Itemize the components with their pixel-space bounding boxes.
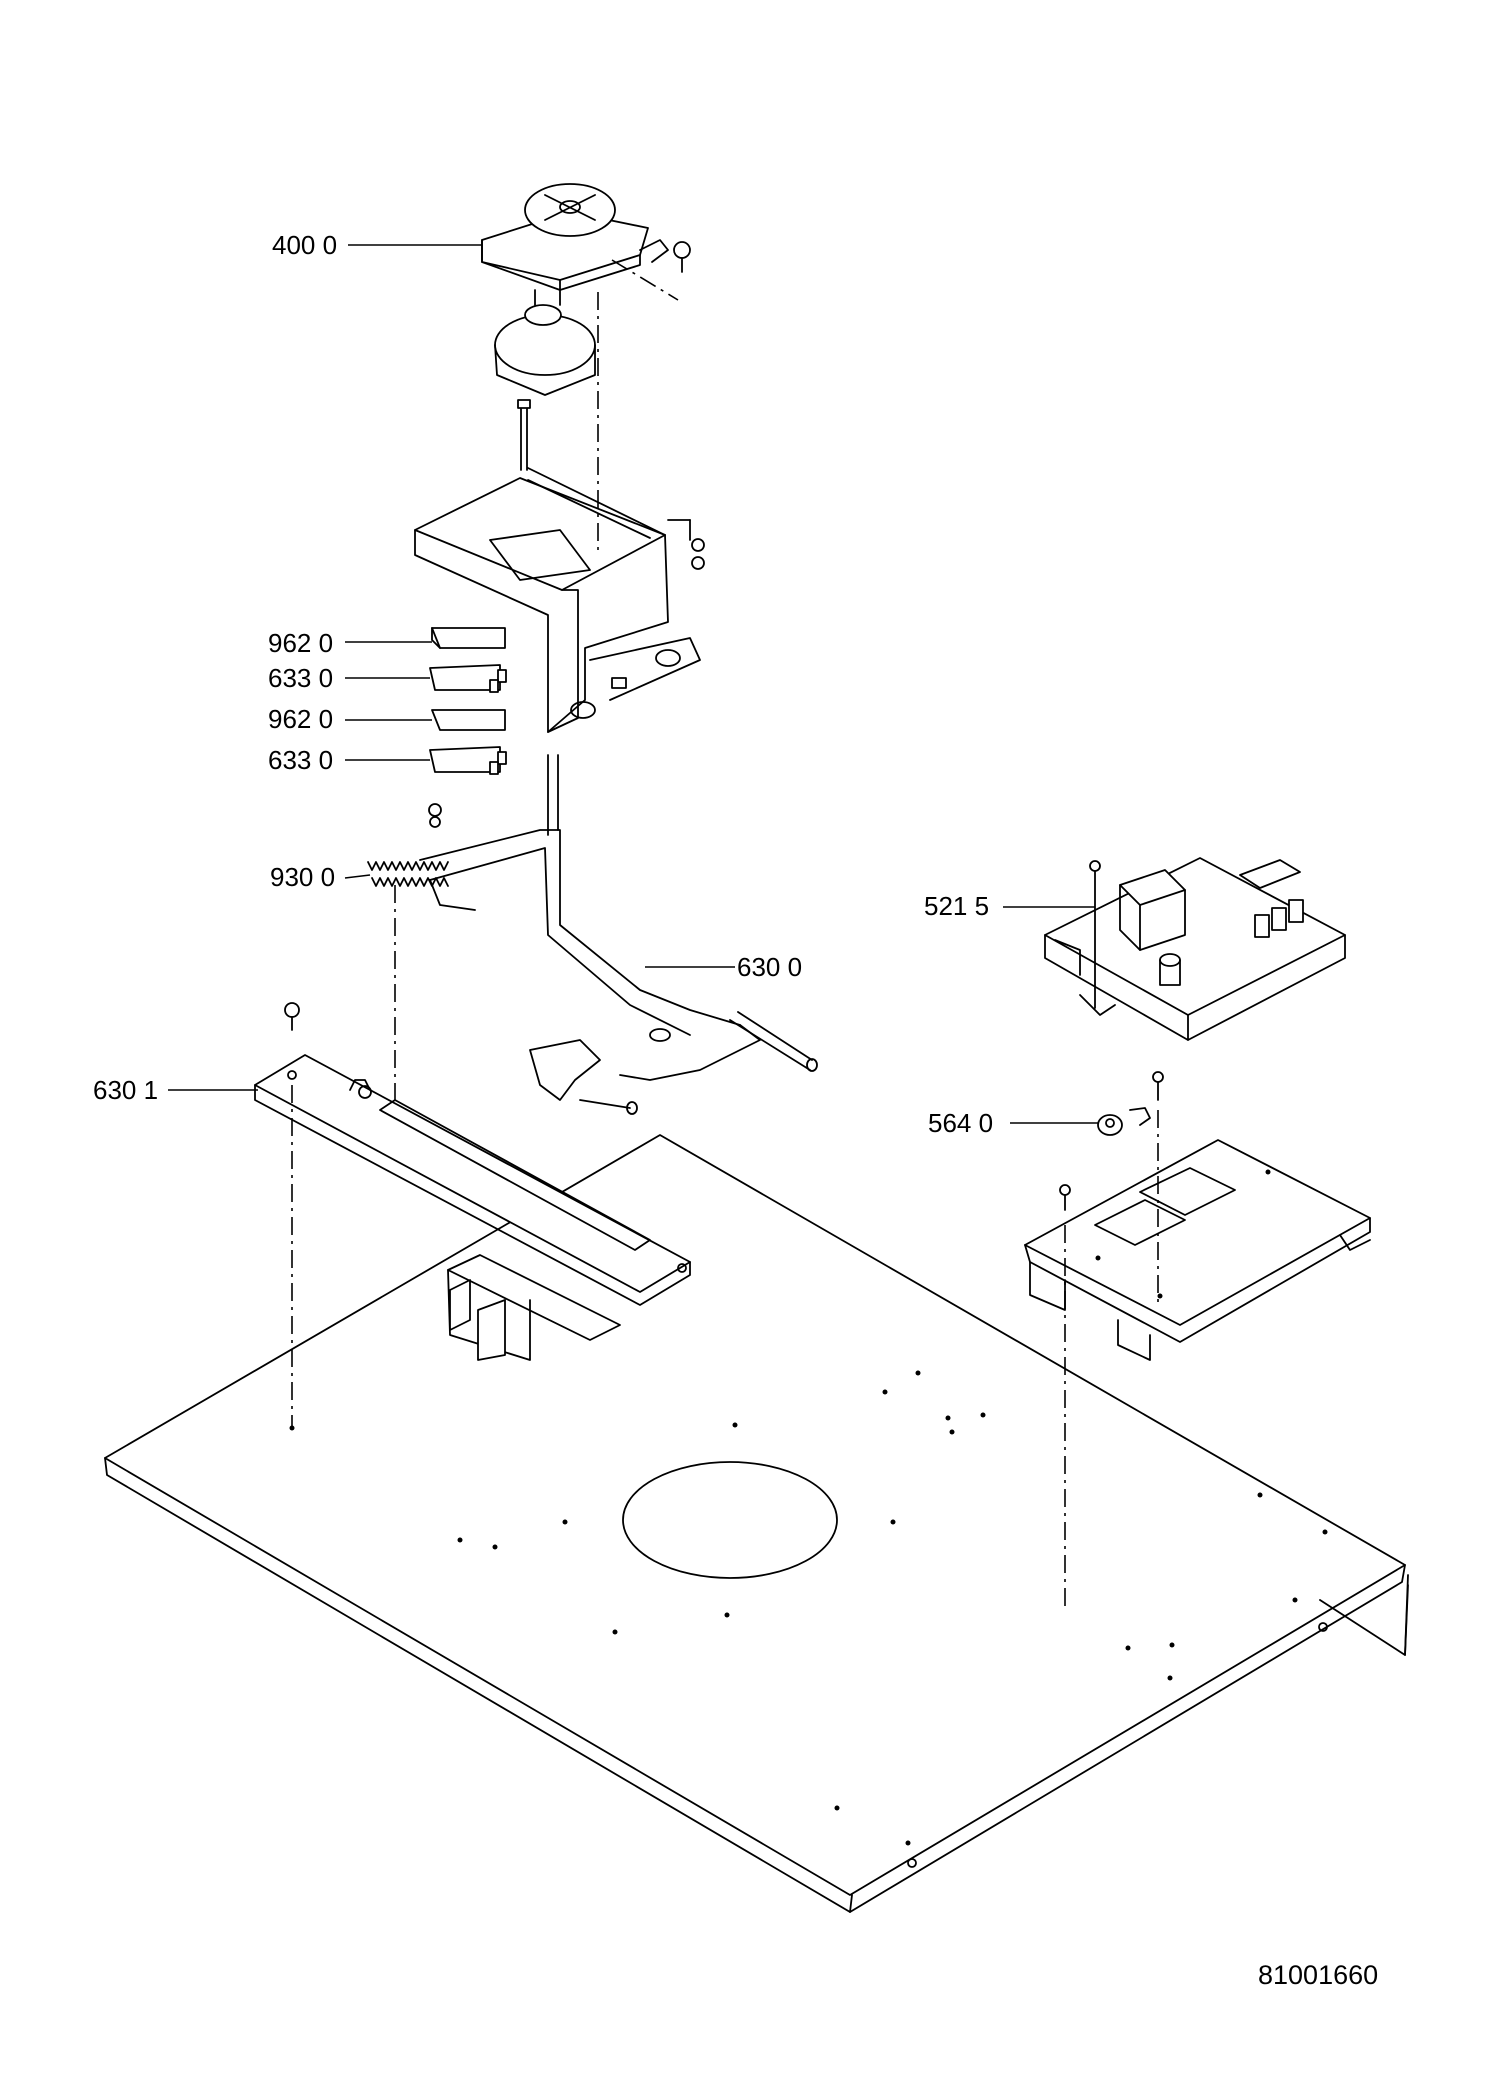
switch-stack xyxy=(428,627,507,828)
callout-630-0: 630 0 xyxy=(737,952,803,982)
callout-400: 400 0 xyxy=(272,230,338,260)
callout-leaders xyxy=(168,244,1098,1124)
spring-part xyxy=(367,861,449,887)
bracket-screw xyxy=(517,399,531,471)
callout-962-lower: 962 0 xyxy=(268,704,334,734)
callout-564: 564 0 xyxy=(928,1108,994,1138)
bracket-screw-small xyxy=(284,1002,300,1031)
motor-part xyxy=(481,183,691,396)
callout-521: 521 5 xyxy=(924,891,990,921)
base-plate xyxy=(104,1134,1409,1913)
turntable-opening xyxy=(622,1461,838,1579)
callout-630-1: 630 1 xyxy=(93,1075,159,1105)
document-number: 81001660 xyxy=(1258,1960,1379,1990)
callout-633-upper: 633 0 xyxy=(268,663,334,693)
support-bracket xyxy=(254,1054,691,1361)
assembly-guide-lines xyxy=(291,259,1159,1610)
thermostat-part xyxy=(1097,1071,1164,1136)
control-board xyxy=(1044,857,1346,1041)
lever-part xyxy=(419,754,818,1115)
callout-930: 930 0 xyxy=(270,862,336,892)
callout-633-lower: 633 0 xyxy=(268,745,334,775)
motor-bracket xyxy=(414,467,705,733)
callout-962-upper: 962 0 xyxy=(268,628,334,658)
mounting-plate xyxy=(1024,1139,1371,1361)
